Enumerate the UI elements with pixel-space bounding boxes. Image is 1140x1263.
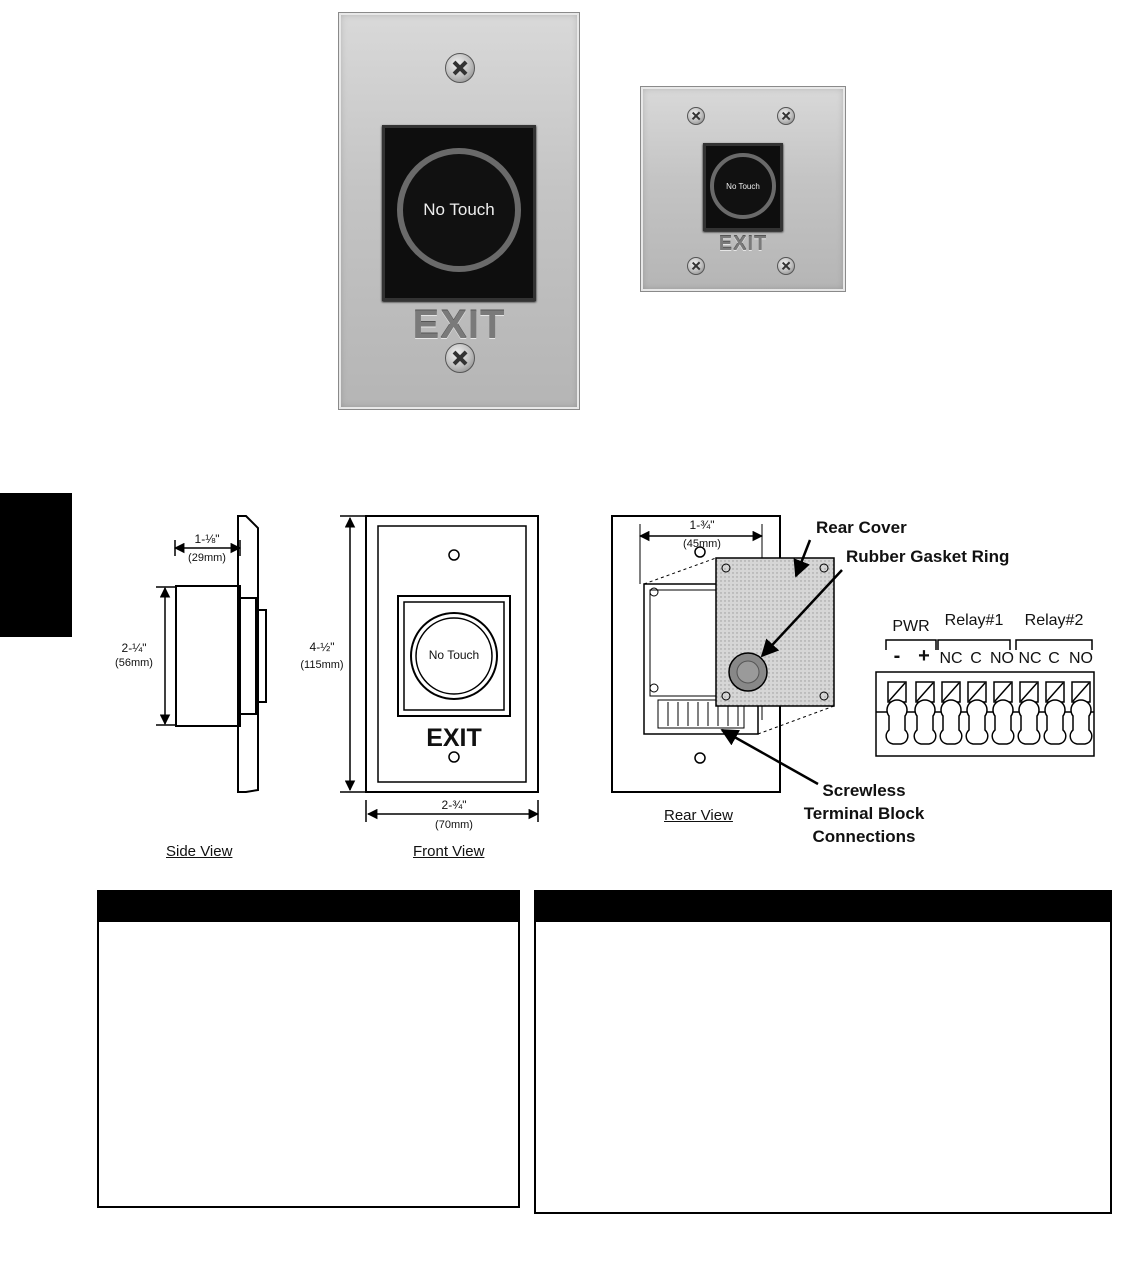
spec-box-right-header	[536, 892, 1110, 922]
terminal-pin: NC	[939, 650, 963, 667]
ring-label: No Touch	[423, 200, 495, 219]
front-ring-label: No Touch	[428, 648, 480, 662]
sensor-ring: No Touch	[397, 148, 521, 272]
side-height-label: 2-¼"	[121, 641, 147, 655]
terminal-pin: NC	[1018, 650, 1042, 667]
terminal-pin: NO	[990, 650, 1014, 667]
front-view-drawing	[340, 515, 540, 822]
front-height-mm: (115mm)	[300, 659, 344, 671]
spec-box-left-header	[99, 892, 518, 922]
terminal-block-drawing	[875, 639, 1095, 757]
front-view-caption: Front View	[413, 843, 485, 860]
callout-arrows	[720, 539, 843, 786]
large-exit-plate-photo: No Touch EXIT	[338, 12, 580, 410]
terminal-pin: C	[1048, 650, 1060, 667]
screw-icon	[777, 107, 795, 125]
terminal-group-pwr: PWR	[892, 618, 930, 635]
terminal-group-relay1: Relay#1	[944, 612, 1004, 629]
gasket-label: Rubber Gasket Ring	[846, 547, 1010, 566]
screw-icon	[445, 343, 475, 373]
screw-icon	[445, 53, 475, 83]
sensor-ring: No Touch	[710, 153, 776, 219]
front-exit-label: EXIT	[426, 724, 482, 752]
terminal-pin: C	[970, 650, 982, 667]
terminal-group-relay2: Relay#2	[1024, 612, 1084, 629]
exit-label: EXIT	[412, 303, 506, 347]
small-exit-plate-photo: No Touch EXIT	[640, 86, 846, 292]
side-width-label: 1-⅛"	[194, 532, 220, 546]
side-height-mm: (56mm)	[115, 657, 153, 669]
rear-cover-label: Rear Cover	[816, 518, 907, 537]
terminal-label-line-3: Connections	[812, 827, 916, 846]
rear-width-label: 1-¾"	[689, 518, 715, 532]
terminal-label-line-2: Terminal Block	[803, 804, 925, 823]
rear-view-caption: Rear View	[664, 807, 733, 824]
front-width-label: 2-¾"	[441, 798, 467, 812]
terminal-pin: -	[893, 645, 901, 667]
spec-box-right	[534, 890, 1112, 1214]
rear-width-mm: (45mm)	[683, 538, 721, 550]
side-view-drawing	[156, 515, 267, 793]
side-view-caption: Side View	[166, 843, 233, 860]
terminal-label-line-1: Screwless	[822, 781, 906, 800]
spec-box-left	[97, 890, 520, 1208]
terminal-pin: +	[918, 645, 930, 667]
ring-label: No Touch	[726, 181, 760, 191]
side-width-mm: (29mm)	[188, 552, 226, 564]
terminal-pin: NO	[1069, 650, 1093, 667]
front-height-label: 4-½"	[309, 640, 335, 654]
screw-icon	[687, 107, 705, 125]
screw-icon	[777, 257, 795, 275]
screw-icon	[687, 257, 705, 275]
sensor-bezel: No Touch	[382, 125, 536, 301]
sensor-bezel: No Touch	[703, 143, 783, 231]
front-width-mm: (70mm)	[435, 819, 473, 831]
section-tab	[0, 493, 72, 637]
rear-cover-drawing	[715, 557, 835, 707]
exit-label: EXIT	[718, 233, 768, 255]
